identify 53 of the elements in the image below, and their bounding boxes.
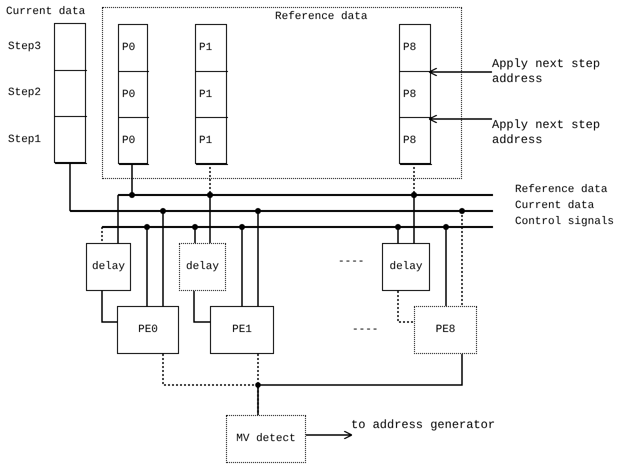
bus-line	[70, 210, 493, 212]
bus-label: Control signals	[515, 216, 614, 229]
block-box	[382, 243, 430, 291]
note-text: Apply next step address	[492, 118, 612, 148]
wire	[193, 291, 210, 323]
memory-column	[195, 24, 227, 164]
bus-line	[102, 226, 493, 228]
wire	[101, 227, 103, 243]
bus-label: Current data	[515, 200, 594, 213]
block-label: P0	[122, 89, 136, 102]
block-label: P1	[199, 135, 212, 148]
block-box	[86, 243, 131, 291]
row-label: Step3	[8, 41, 42, 54]
note-text: Apply next step address	[492, 57, 612, 87]
wire	[397, 291, 414, 323]
block-label: PE8	[434, 324, 456, 337]
ellipsis-label: ----	[338, 256, 364, 269]
row-label: Step2	[8, 87, 42, 100]
block-label: delay	[184, 261, 220, 274]
block-label: delay	[388, 261, 424, 274]
block-label: P0	[122, 135, 136, 148]
block-label: P8	[403, 42, 416, 55]
memory-column	[399, 24, 431, 164]
block-label: P1	[199, 89, 212, 102]
block-label: P1	[199, 42, 212, 55]
block-label: PE1	[231, 324, 253, 337]
block-label: P8	[403, 135, 416, 148]
wire	[117, 195, 119, 243]
block-box	[414, 306, 477, 354]
wire	[257, 354, 463, 415]
ellipsis-label: ----	[352, 324, 378, 337]
wire	[69, 163, 71, 211]
reference-data-frame	[102, 7, 462, 179]
memory-column	[118, 24, 148, 164]
wire	[101, 291, 117, 323]
block-box	[210, 306, 274, 354]
frame-title: Reference data	[275, 11, 368, 24]
arrow	[428, 114, 492, 124]
arrow	[428, 67, 492, 77]
bus-line	[118, 194, 493, 196]
block-box	[226, 415, 306, 463]
note-text: to address generator	[351, 418, 521, 433]
block-label: PE0	[137, 324, 159, 337]
block-box	[117, 306, 179, 354]
block-label: P0	[122, 42, 136, 55]
arrow	[306, 430, 352, 440]
block-label: MV detect	[235, 433, 297, 446]
block-label: delay	[90, 261, 126, 274]
row-label: Step1	[8, 134, 42, 147]
column-heading: Current data	[6, 6, 86, 19]
block-label: P8	[403, 89, 416, 102]
bus-label: Reference data	[515, 184, 608, 197]
block-box	[179, 243, 226, 291]
